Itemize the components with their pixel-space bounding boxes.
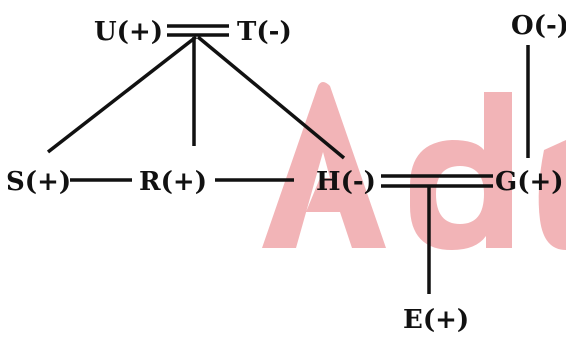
node-s: S(+)	[6, 167, 71, 197]
node-t: T(-)	[237, 17, 292, 47]
node-e: E(+)	[403, 305, 469, 335]
nodes: U(+) T(-) O(-) S(+) R(+) H(-) G(+) E(+)	[6, 11, 566, 335]
edges	[46, 24, 530, 294]
node-o: O(-)	[511, 11, 566, 41]
node-g: G(+)	[495, 167, 564, 197]
node-r: R(+)	[139, 167, 207, 197]
node-h: H(-)	[316, 167, 376, 197]
edge-u-h	[196, 35, 346, 160]
edge-u-s	[46, 35, 198, 154]
node-u: U(+)	[94, 17, 163, 47]
watermark-logo	[262, 82, 566, 250]
